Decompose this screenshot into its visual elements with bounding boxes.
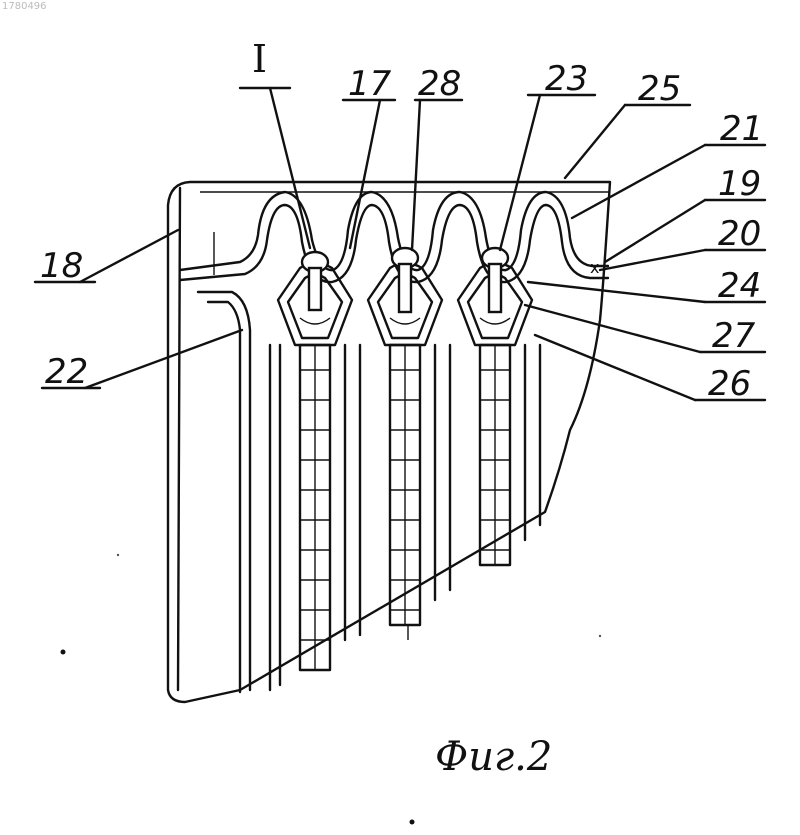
corrugated-plate: x bbox=[180, 192, 608, 282]
label-21: 21 bbox=[720, 109, 763, 149]
corner-stamp: 1780496 bbox=[2, 1, 47, 12]
label-24: 24 bbox=[718, 266, 761, 306]
label-19: 19 bbox=[718, 164, 761, 204]
label-18: 18 bbox=[40, 246, 83, 286]
label-26: 26 bbox=[708, 364, 751, 404]
section-mark-label: I bbox=[252, 37, 267, 81]
label-25: 25 bbox=[638, 69, 681, 109]
figure-caption: Фиг.2 bbox=[435, 734, 552, 780]
label-17: 17 bbox=[348, 64, 392, 104]
fixation-nodes bbox=[278, 248, 532, 345]
fixation-node bbox=[458, 248, 532, 345]
label-23: 23 bbox=[545, 59, 588, 99]
fixation-node bbox=[368, 248, 442, 345]
weld-mark: x bbox=[590, 258, 599, 277]
section-mark: I bbox=[240, 37, 310, 248]
label-22: 22 bbox=[45, 352, 88, 392]
label-27: 27 bbox=[712, 316, 756, 356]
label-20: 20 bbox=[718, 214, 761, 254]
label-28: 28 bbox=[418, 64, 461, 104]
fixation-node bbox=[278, 252, 352, 345]
